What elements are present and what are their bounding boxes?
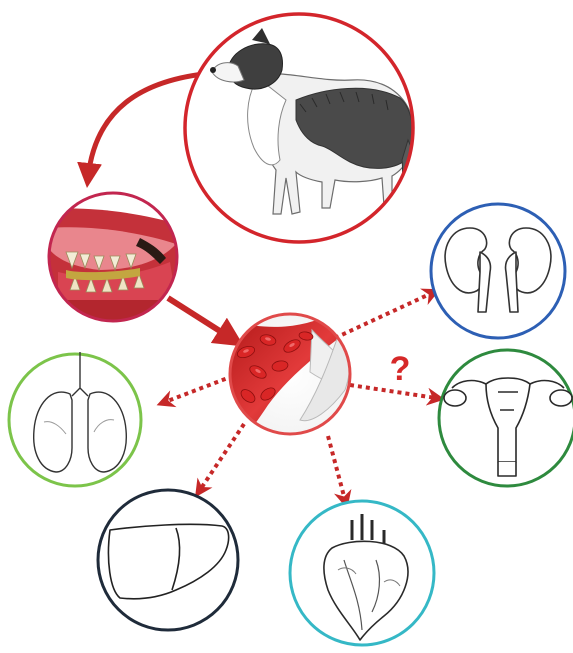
dog-mouth-teeth-icon bbox=[40, 208, 180, 330]
blood-to-lungs-arrow bbox=[165, 376, 233, 402]
heart-node bbox=[290, 501, 434, 645]
liver-node bbox=[98, 490, 238, 630]
dog-node bbox=[185, 14, 415, 242]
mouth-to-blood-arrow bbox=[168, 298, 234, 340]
lungs-node bbox=[9, 352, 141, 486]
kidneys-node bbox=[431, 204, 565, 338]
reproductive-node bbox=[439, 350, 573, 486]
blood-to-heart-arrow bbox=[328, 436, 345, 500]
blood-node bbox=[226, 314, 352, 440]
blood-to-kidneys-arrow bbox=[335, 293, 432, 338]
mouth-node bbox=[40, 193, 180, 330]
blood-to-liver-arrow bbox=[200, 424, 244, 490]
question-mark: ? bbox=[390, 350, 411, 388]
